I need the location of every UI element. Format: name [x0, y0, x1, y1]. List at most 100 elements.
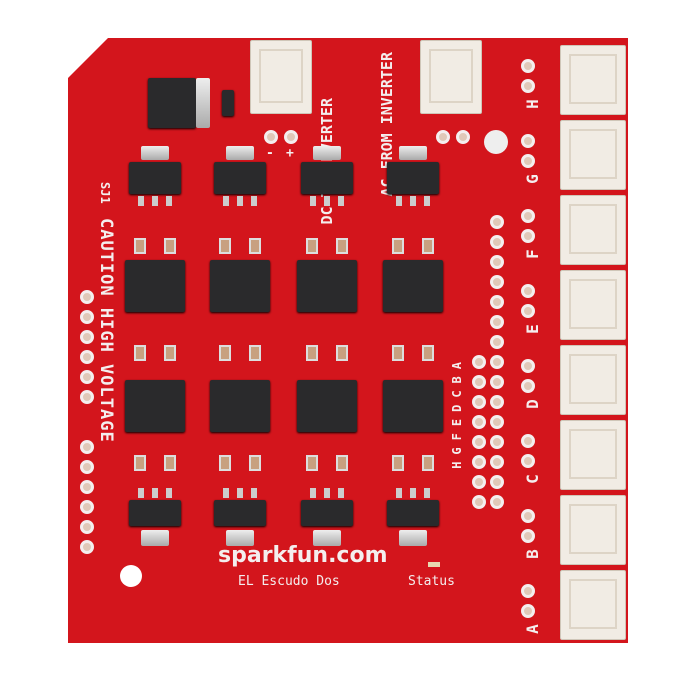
pin [396, 488, 402, 498]
pin [152, 488, 158, 498]
pad [521, 454, 535, 468]
pad [521, 379, 535, 393]
ac-connector[interactable] [420, 40, 482, 114]
triac-bottom [129, 500, 181, 526]
triac-driver [301, 162, 353, 194]
pin [310, 488, 316, 498]
pad [436, 130, 450, 144]
header-pad [490, 455, 504, 469]
header-pad [490, 375, 504, 389]
capacitor [336, 238, 348, 254]
header-pad [80, 460, 94, 474]
channel-label: H [522, 99, 542, 109]
tab-top [399, 146, 427, 160]
header-pad [490, 395, 504, 409]
channel-label: F [522, 249, 542, 259]
channel-connector-h[interactable] [560, 45, 626, 115]
capacitor [392, 345, 404, 361]
header-pad [490, 495, 504, 509]
header-pad [80, 540, 94, 554]
channel-connector-b[interactable] [560, 495, 626, 565]
capacitor [134, 345, 146, 361]
header-pad [490, 215, 504, 229]
sparkfun-logo: sparkfun.com [218, 543, 388, 568]
triac-driver [129, 162, 181, 194]
channel-label: D [522, 399, 542, 409]
channel-connector-f[interactable] [560, 195, 626, 265]
capacitor [336, 455, 348, 471]
capacitor [336, 345, 348, 361]
pin [396, 196, 402, 206]
pin [324, 488, 330, 498]
pin [410, 196, 416, 206]
pad [521, 304, 535, 318]
header-pad [80, 500, 94, 514]
status-led [428, 562, 440, 567]
header-pad [472, 495, 486, 509]
header-pad [472, 455, 486, 469]
tab-top [141, 146, 169, 160]
header-pad [80, 350, 94, 364]
triac-bottom [301, 500, 353, 526]
pad [521, 604, 535, 618]
pin [138, 488, 144, 498]
pad [456, 130, 470, 144]
triac [125, 380, 185, 432]
header-pad [472, 375, 486, 389]
polarity-minus: - [266, 146, 274, 161]
mounting-hole [120, 565, 142, 587]
header-pad [490, 335, 504, 349]
pin [223, 488, 229, 498]
tab-top [226, 146, 254, 160]
resistor [222, 90, 234, 116]
header-pad [490, 275, 504, 289]
tab-bottom [226, 530, 254, 546]
capacitor [219, 455, 231, 471]
pin [166, 196, 172, 206]
dc-connector[interactable] [250, 40, 312, 114]
optocoupler [125, 260, 185, 312]
capacitor [219, 345, 231, 361]
pin [324, 196, 330, 206]
header-pad [472, 355, 486, 369]
channel-connector-c[interactable] [560, 420, 626, 490]
pad [264, 130, 278, 144]
product-name: EL Escudo Dos [238, 574, 340, 589]
channel-connector-a[interactable] [560, 570, 626, 640]
capacitor [164, 238, 176, 254]
channel-connector-d[interactable] [560, 345, 626, 415]
channel-label: E [522, 324, 542, 334]
channel-label: A [522, 624, 542, 634]
tab-bottom [399, 530, 427, 546]
pad [521, 134, 535, 148]
channel-connector-g[interactable] [560, 120, 626, 190]
header-pad [490, 255, 504, 269]
optocoupler [297, 260, 357, 312]
pad [521, 229, 535, 243]
capacitor [164, 345, 176, 361]
capacitor [306, 238, 318, 254]
capacitor [219, 238, 231, 254]
mounting-hole [484, 130, 508, 154]
pad [521, 59, 535, 73]
pad [284, 130, 298, 144]
channel-label: G [522, 174, 542, 184]
capacitor [392, 455, 404, 471]
triac [297, 380, 357, 432]
header-pad [80, 290, 94, 304]
pin [338, 196, 344, 206]
tab-bottom [313, 530, 341, 546]
pad [521, 154, 535, 168]
header-pad [80, 480, 94, 494]
pad [521, 509, 535, 523]
pin [424, 196, 430, 206]
capacitor [306, 345, 318, 361]
status-label: Status [408, 574, 455, 589]
header-pad [490, 475, 504, 489]
pin [251, 488, 257, 498]
pin [251, 196, 257, 206]
channel-connector-e[interactable] [560, 270, 626, 340]
header-pad [472, 395, 486, 409]
caution-label: CAUTION HIGH VOLTAGE [96, 218, 116, 443]
optocoupler [383, 260, 443, 312]
